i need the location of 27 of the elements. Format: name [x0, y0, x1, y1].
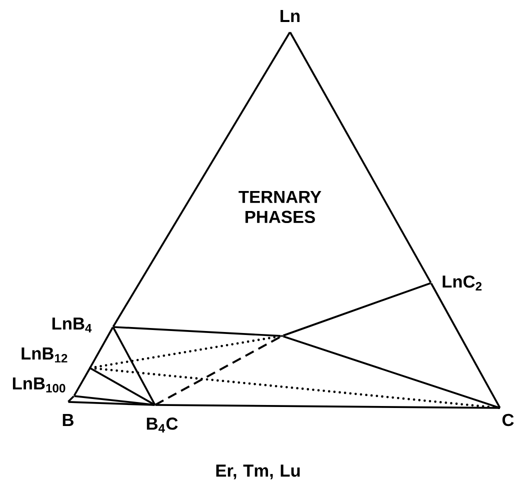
- tie-line: [74, 395, 155, 406]
- tie-line: [89, 335, 282, 370]
- point-label: LnB$_{4}$: [52, 318, 92, 332]
- tie-line: [112, 32, 291, 328]
- tie-line: [90, 367, 156, 406]
- tie-line: [89, 326, 114, 368]
- point-label: LnB$_{100}$: [12, 378, 66, 392]
- point-label: B$_{4}$C: [146, 418, 178, 432]
- tie-line: [282, 282, 432, 336]
- tie-line: [89, 366, 501, 410]
- region-label: TERNARY PHASES: [238, 190, 322, 224]
- point-label: LnB$_{12}$: [22, 348, 68, 362]
- tie-line: [112, 326, 156, 406]
- tie-line: [73, 368, 91, 396]
- point-label: C: [502, 414, 514, 426]
- tie-line: [113, 326, 281, 337]
- tie-line: [68, 401, 155, 406]
- point-label: B: [62, 414, 74, 426]
- tie-line: [68, 396, 74, 402]
- tie-line: [154, 336, 282, 406]
- tie-line: [155, 404, 500, 409]
- point-label: Ln: [280, 10, 300, 22]
- tie-line: [282, 336, 500, 409]
- tie-line: [289, 32, 432, 284]
- diagram-caption: Er, Tm, Lu: [216, 464, 300, 480]
- tie-line: [430, 282, 501, 408]
- point-label: LnC$_{2}$: [442, 275, 482, 291]
